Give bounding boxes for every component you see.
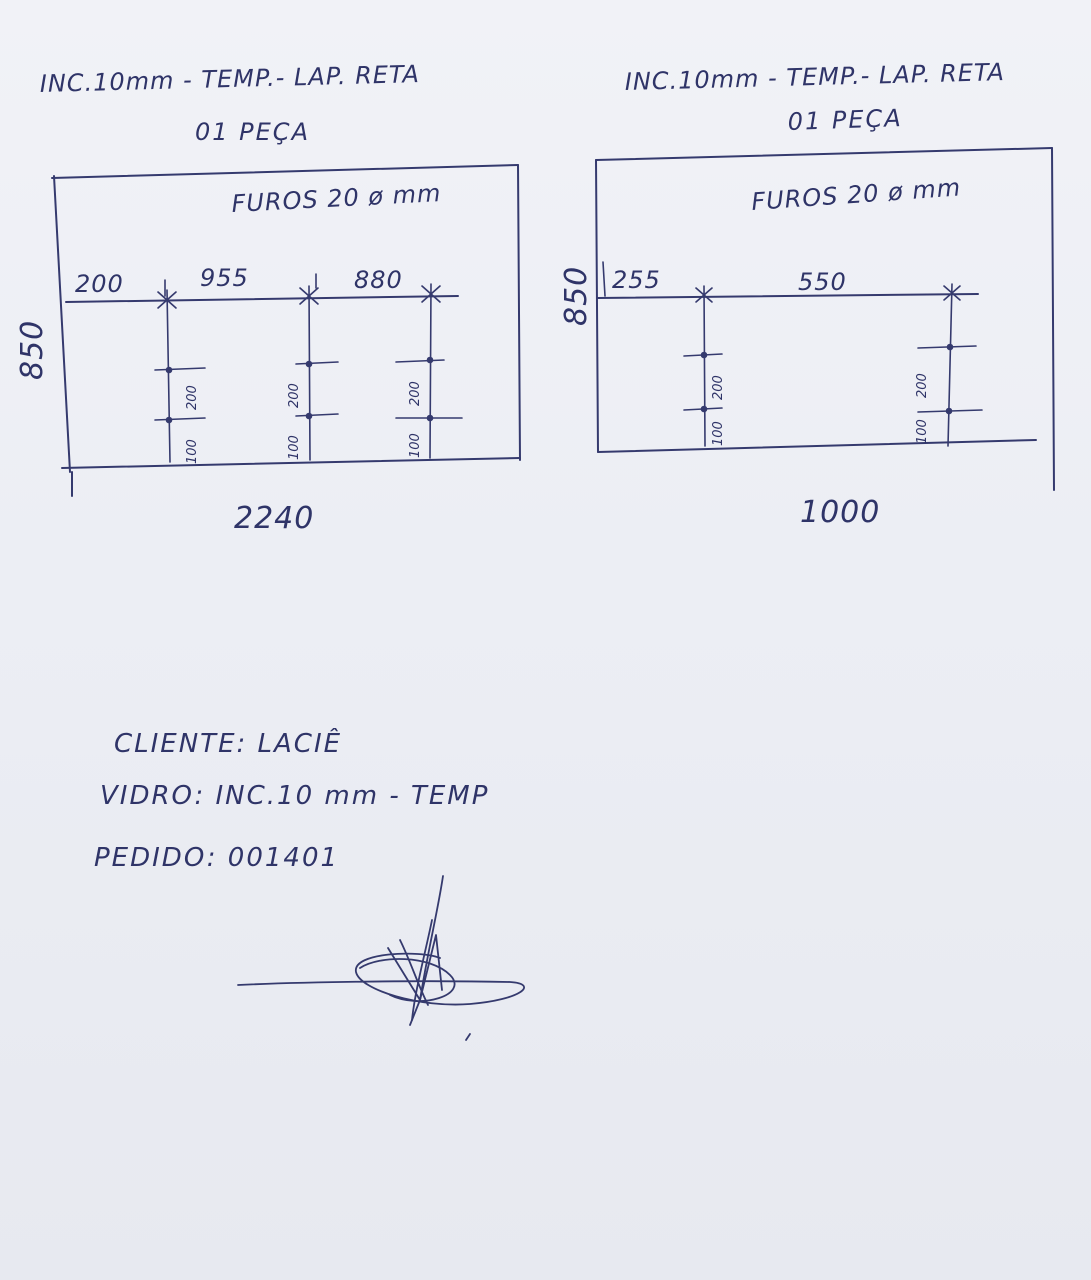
right-drawing: INC.10mm - TEMP.- LAP. RETA 01 PEÇA FURO… [559, 58, 1055, 530]
vidro-line: VIDRO: INC.10 mm - TEMP [100, 781, 489, 811]
right-hole-column-1 [683, 285, 723, 447]
right-hole-2-label-b: 200 [915, 373, 930, 398]
right-hole-2-label-a: 100 [915, 419, 930, 444]
left-hole-2-label-b: 200 [287, 383, 302, 408]
left-drawing: INC.10mm - TEMP.- LAP. RETA 01 PEÇA FURO… [15, 60, 521, 536]
left-dim-2: 955 [200, 264, 249, 292]
right-height-label: 850 [559, 266, 594, 326]
left-hole-3-label-b: 200 [408, 381, 423, 406]
right-top-dimension-line [597, 293, 979, 299]
left-top-dimension-line [65, 295, 459, 303]
right-quantity: 01 PEÇA [787, 104, 903, 136]
right-holes-note: FUROS 20 ø mm [750, 173, 961, 216]
left-height-label: 850 [15, 320, 50, 380]
left-holes-note: FUROS 20 ø mm [231, 179, 442, 218]
right-width-label: 1000 [800, 495, 880, 530]
left-quantity: 01 PEÇA [195, 118, 310, 146]
pedido-line: PEDIDO: 001401 [94, 843, 339, 873]
left-hole-2-label-a: 100 [287, 435, 302, 460]
left-hole-3-label-a: 100 [408, 433, 423, 458]
order-info: CLIENTE: LACIÊ VIDRO: INC.10 mm - TEMP P… [94, 727, 489, 873]
left-hole-1-label-a: 100 [185, 439, 200, 464]
left-dim-1: 200 [75, 270, 124, 298]
left-panel-outline [51, 164, 521, 497]
left-hole-column-1 [154, 289, 206, 463]
right-dim-1: 255 [612, 266, 661, 294]
left-hole-1-label-b: 200 [185, 385, 200, 410]
left-spec: INC.10mm - TEMP.- LAP. RETA [39, 60, 420, 98]
right-height-divider [602, 261, 606, 297]
left-dim-3: 880 [354, 266, 403, 294]
signature [237, 875, 525, 1041]
right-spec: INC.10mm - TEMP.- LAP. RETA [624, 58, 1005, 96]
right-hole-column-2 [917, 283, 983, 447]
left-width-label: 2240 [234, 501, 314, 536]
right-panel-outline [595, 147, 1055, 491]
left-dim-ticks [164, 273, 317, 297]
right-dim-2: 550 [798, 268, 847, 296]
right-hole-1-label-b: 200 [711, 375, 726, 400]
left-hole-column-3 [395, 283, 463, 459]
left-hole-column-2 [295, 285, 339, 461]
cliente-line: CLIENTE: LACIÊ [114, 727, 342, 759]
right-hole-1-label-a: 100 [711, 421, 726, 446]
